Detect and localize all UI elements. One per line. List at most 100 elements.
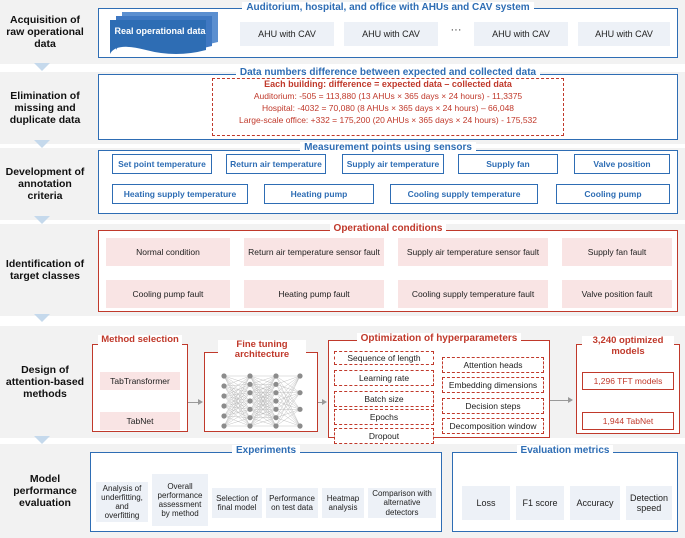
- condition-box: Return air temperature sensor fault: [244, 238, 384, 266]
- neural-network-icon: [221, 373, 303, 429]
- nn-node: [221, 393, 227, 399]
- down-arrow-icon: [34, 63, 50, 73]
- condition-box: Valve position fault: [562, 280, 672, 308]
- sensor-box: Valve position: [574, 154, 670, 174]
- experiment-box: Overall performance assessment by method: [152, 474, 208, 526]
- sensor-box: Supply air temperature: [342, 154, 444, 174]
- experiment-box: Comparison with alternative detectors: [368, 488, 436, 518]
- nn-node: [247, 381, 253, 387]
- metric-box: Detection speed: [626, 486, 672, 520]
- elimination-panel: [98, 74, 678, 140]
- ahu-box: AHU with CAV: [474, 22, 568, 46]
- sensor-box: Cooling pump: [556, 184, 670, 204]
- hyper-title: Optimization of hyperparameters: [328, 333, 550, 344]
- nn-node: [297, 406, 303, 412]
- formula-line: Large-scale office: +332 = 175,200 (20 A…: [238, 115, 537, 125]
- real-data-label: Real operational data: [114, 26, 206, 36]
- nn-node: [221, 413, 227, 419]
- metric-box: Loss: [462, 486, 510, 520]
- down-arrow-icon: [34, 140, 50, 150]
- arrow-head-icon: [198, 399, 203, 405]
- nn-node: [273, 381, 279, 387]
- nn-node: [297, 390, 303, 396]
- sensor-box: Heating supply temperature: [112, 184, 248, 204]
- finetune-title: Fine tuning architecture: [218, 339, 306, 361]
- nn-node: [247, 423, 253, 429]
- flow-arrow: [318, 402, 324, 403]
- flow-arrow: [550, 400, 570, 401]
- experiment-box: Analysis of underfitting, and overfittin…: [96, 482, 148, 522]
- hyper-box: Learning rate: [334, 370, 434, 386]
- hyper-box: Batch size: [334, 391, 434, 407]
- formula-line: Auditorium: -505 = 113,880 (13 AHUs × 36…: [253, 91, 523, 101]
- formula-title: Each building: difference = expected dat…: [264, 79, 512, 89]
- flow-arrow: [188, 402, 200, 403]
- down-arrow-icon: [34, 314, 50, 324]
- nn-node: [273, 373, 279, 379]
- nn-node: [247, 390, 253, 396]
- arrow-head-icon: [322, 399, 327, 405]
- nn-node: [221, 403, 227, 409]
- down-arrow-icon: [34, 216, 50, 226]
- elimination-title: Data numbers difference between expected…: [98, 67, 678, 78]
- hyper-box: Decomposition window: [442, 418, 544, 434]
- experiment-box: Heatmap analysis: [322, 488, 364, 518]
- hyper-box: Sequence of length: [334, 351, 434, 365]
- condition-box: Heating pump fault: [244, 280, 384, 308]
- formula-line: Hospital: -4032 = 70,080 (8 AHUs × 365 d…: [261, 103, 515, 113]
- condition-box: Cooling pump fault: [106, 280, 230, 308]
- stage-label: Elimination of missing and duplicate dat…: [9, 89, 81, 127]
- method-title: Method selection: [98, 334, 182, 346]
- ellipsis: ···: [450, 24, 462, 36]
- sensor-box: Cooling supply temperature: [390, 184, 538, 204]
- nn-node: [297, 373, 303, 379]
- nn-node: [273, 390, 279, 396]
- method-box: TabTransformer: [100, 372, 180, 390]
- acquisition-title: Auditorium, hospital, and office with AH…: [98, 2, 678, 13]
- sensor-box: Set point temperature: [112, 154, 212, 174]
- experiments-title: Experiments: [90, 445, 442, 456]
- metric-box: Accuracy: [570, 486, 620, 520]
- nn-node: [247, 406, 253, 412]
- sensor-box: Heating pump: [264, 184, 374, 204]
- stage-label: Identification of target classes: [5, 257, 85, 282]
- condition-box: Supply fan fault: [562, 238, 672, 266]
- nn-node: [273, 406, 279, 412]
- nn-node: [273, 415, 279, 421]
- ahu-box: AHU with CAV: [344, 22, 438, 46]
- experiment-box: Selection of final model: [212, 488, 262, 518]
- hyper-box: Embedding dimensions: [442, 377, 544, 393]
- nn-node: [221, 373, 227, 379]
- experiment-box: Performance on test data: [266, 488, 318, 518]
- stage-label: Development of annotation criteria: [5, 165, 85, 203]
- hyper-box: Decision steps: [442, 398, 544, 414]
- arrow-head-icon: [568, 397, 573, 403]
- document-stack-icon: [110, 12, 218, 54]
- nn-node: [273, 423, 279, 429]
- method-box: TabNet: [100, 412, 180, 430]
- targets-title: Operational conditions: [98, 223, 678, 234]
- model-count-box: 1,296 TFT models: [582, 372, 674, 390]
- nn-node: [221, 383, 227, 389]
- stage-label: Design of attention-based methods: [5, 363, 85, 401]
- hyper-box: Dropout: [334, 428, 434, 444]
- nn-node: [273, 398, 279, 404]
- nn-node: [247, 415, 253, 421]
- models-title: 3,240 optimized models: [582, 335, 674, 358]
- stage-label: Model performance evaluation: [13, 472, 77, 510]
- nn-node: [247, 373, 253, 379]
- condition-box: Cooling supply temperature fault: [398, 280, 548, 308]
- formula-box: [212, 78, 564, 136]
- stage-label: Acquisition of raw operational data: [6, 13, 84, 51]
- metrics-title: Evaluation metrics: [452, 445, 678, 456]
- annotation-title: Measurement points using sensors: [98, 142, 678, 153]
- sensor-box: Supply fan: [458, 154, 558, 174]
- sensor-box: Return air temperature: [226, 154, 326, 174]
- hyper-box: Attention heads: [442, 357, 544, 373]
- hyper-box: Epochs: [334, 409, 434, 425]
- nn-node: [221, 423, 227, 429]
- nn-node: [247, 398, 253, 404]
- model-count-box: 1,944 TabNet: [582, 412, 674, 430]
- nn-node: [297, 423, 303, 429]
- down-arrow-icon: [34, 436, 50, 446]
